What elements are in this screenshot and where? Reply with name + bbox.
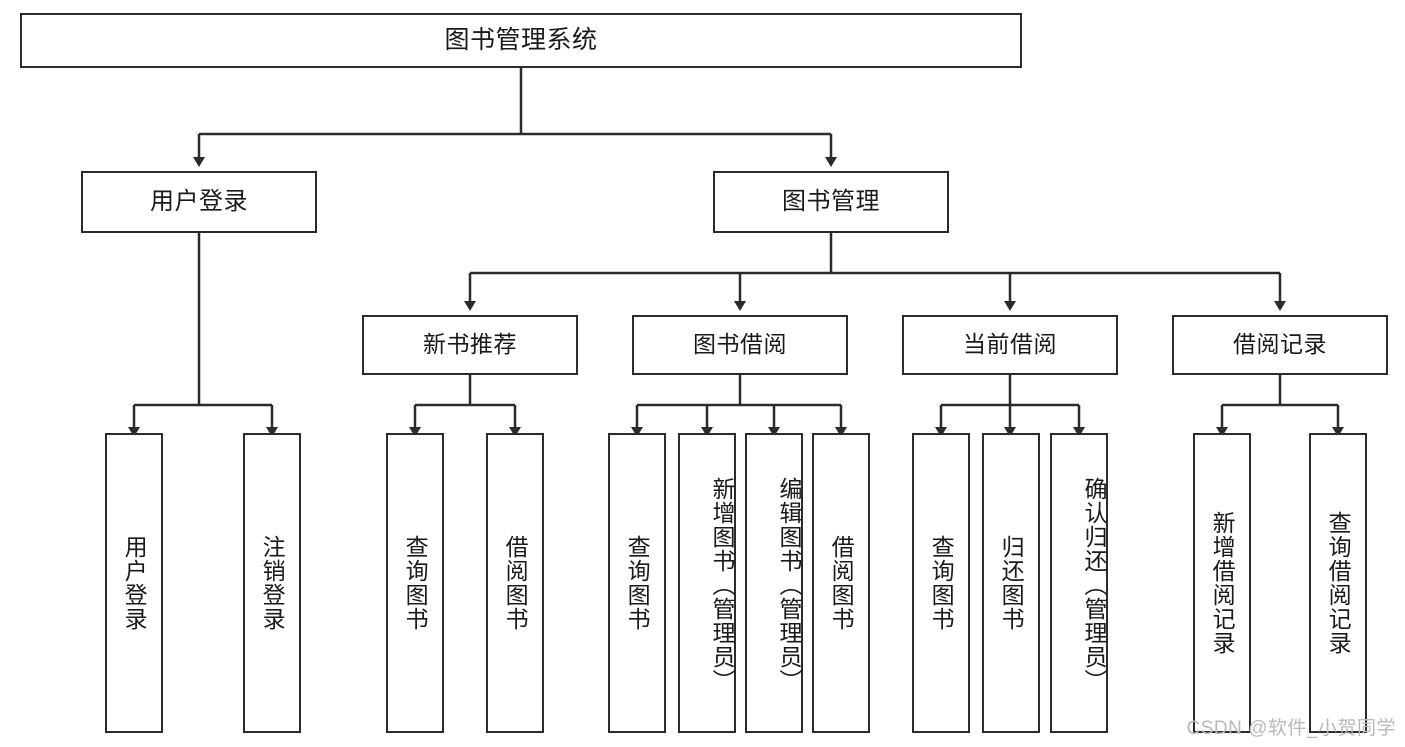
node-borrow-record[interactable]: 借阅记录 [1172, 315, 1388, 375]
leaf-borrow-borrow-books[interactable]: 借阅图书 [812, 433, 870, 733]
node-new-book-recommendation[interactable]: 新书推荐 [362, 315, 578, 375]
node-label: 归还图书 [998, 535, 1025, 631]
leaf-record-query-borrow-record[interactable]: 查询借阅记录 [1309, 433, 1367, 733]
watermark-text: CSDN @软件_小贺同学 [1186, 718, 1396, 739]
leaf-borrow-query-books[interactable]: 查询图书 [608, 433, 666, 733]
node-book-borrow[interactable]: 图书借阅 [632, 315, 848, 375]
leaf-borrow-add-book-admin[interactable]: 新增图书（管理员） [678, 433, 736, 733]
node-current-borrow[interactable]: 当前借阅 [902, 315, 1118, 375]
node-book-management[interactable]: 图书管理 [713, 171, 949, 233]
node-label: 当前借阅 [963, 331, 1057, 358]
node-label: 图书管理系统 [444, 25, 598, 54]
node-label: 图书管理 [782, 187, 880, 215]
node-label: 借阅记录 [1233, 331, 1327, 358]
node-label: 查询图书 [928, 535, 955, 631]
node-label: 新增图书（管理员） [709, 477, 735, 693]
node-label: 新增借阅记录 [1209, 511, 1236, 655]
node-label: 编辑图书（管理员） [776, 477, 802, 693]
node-label: 查询借阅记录 [1325, 511, 1352, 655]
node-label: 查询图书 [402, 535, 429, 631]
leaf-user-login-login[interactable]: 用户登录 [105, 433, 163, 733]
node-label: 查询图书 [624, 535, 651, 631]
leaf-current-return-books[interactable]: 归还图书 [982, 433, 1040, 733]
node-root-book-management-system[interactable]: 图书管理系统 [20, 13, 1022, 68]
node-label: 用户登录 [121, 535, 148, 631]
leaf-current-confirm-return-admin[interactable]: 确认归还（管理员） [1050, 433, 1108, 733]
leaf-user-login-logout[interactable]: 注销登录 [243, 433, 301, 733]
leaf-record-add-borrow-record[interactable]: 新增借阅记录 [1193, 433, 1251, 733]
node-user-login[interactable]: 用户登录 [81, 171, 317, 233]
node-label: 新书推荐 [423, 331, 517, 358]
leaf-current-query-books[interactable]: 查询图书 [912, 433, 970, 733]
node-label: 用户登录 [150, 187, 248, 215]
leaf-new-book-borrow-books[interactable]: 借阅图书 [486, 433, 544, 733]
node-label: 注销登录 [259, 535, 286, 631]
node-label: 借阅图书 [502, 535, 529, 631]
node-label: 确认归还（管理员） [1081, 477, 1107, 693]
node-label: 借阅图书 [828, 535, 855, 631]
node-label: 图书借阅 [693, 331, 787, 358]
leaf-borrow-edit-book-admin[interactable]: 编辑图书（管理员） [745, 433, 803, 733]
leaf-new-book-query-books[interactable]: 查询图书 [386, 433, 444, 733]
